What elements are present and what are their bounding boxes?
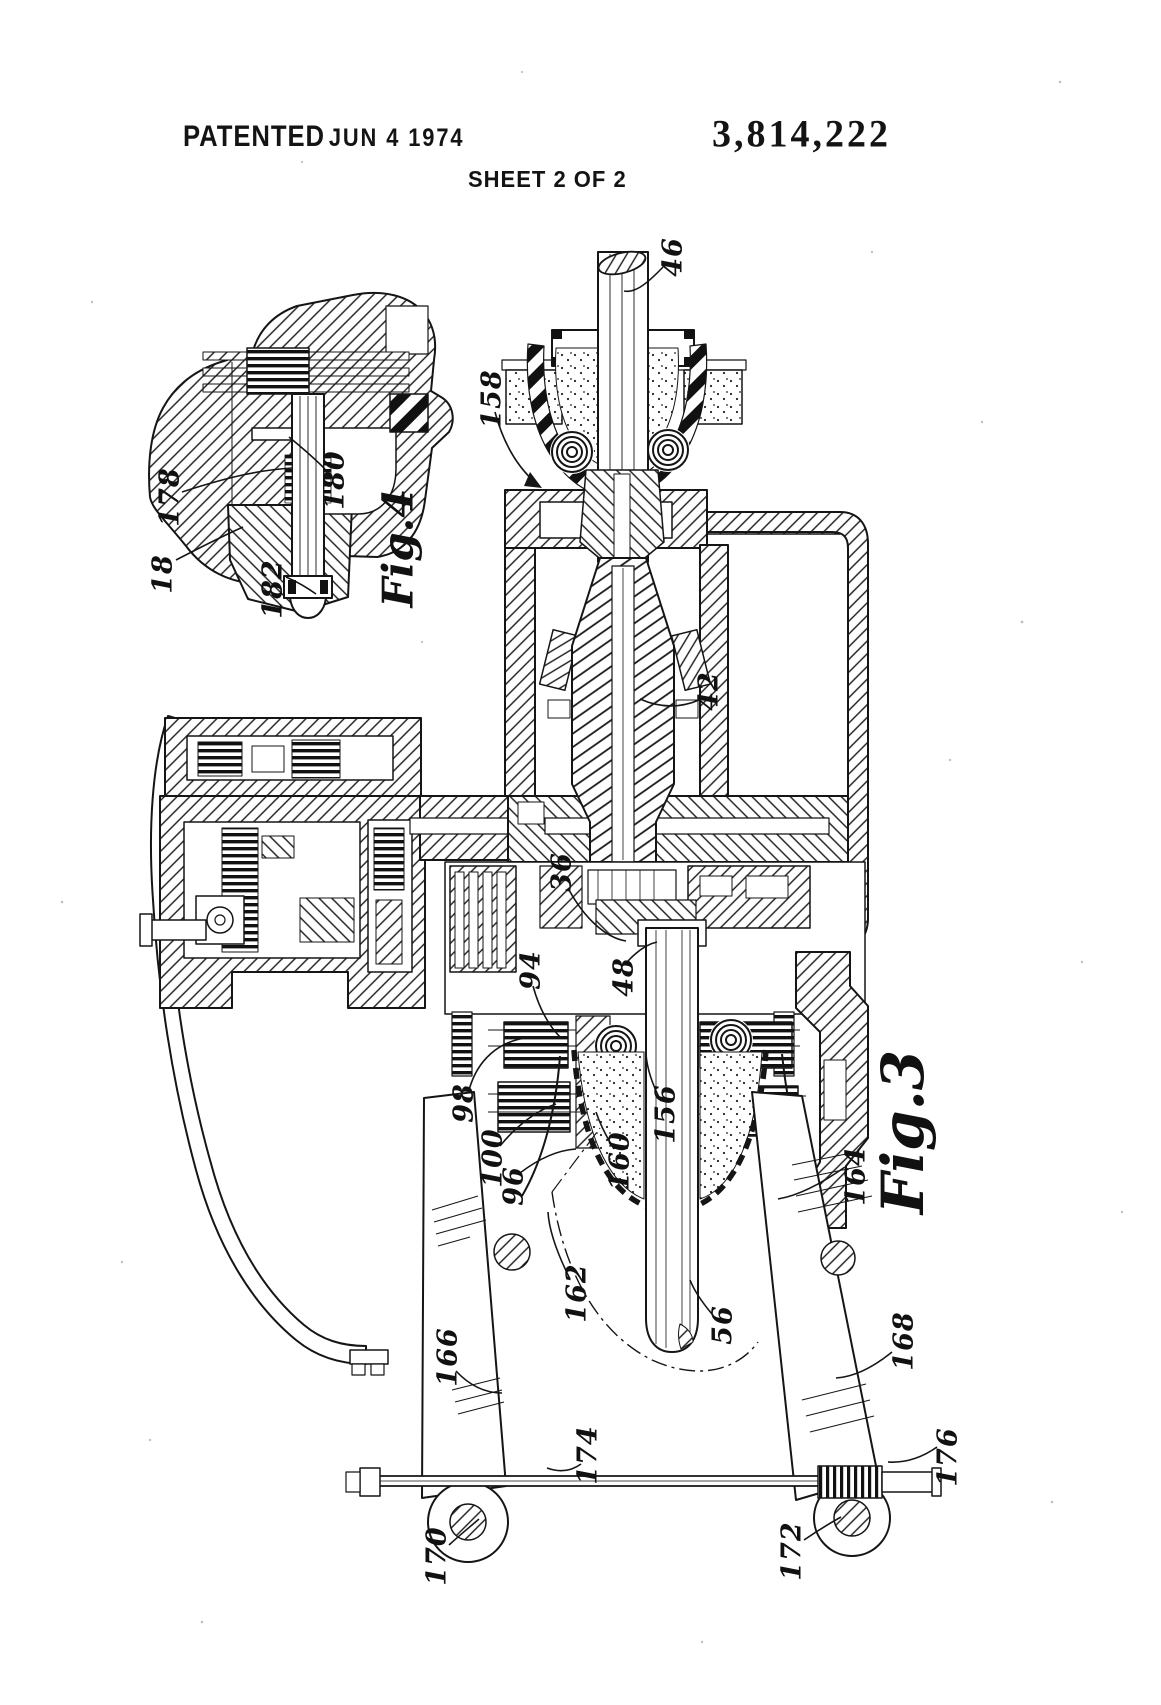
ref-numeral-56: 56 xyxy=(707,1305,739,1345)
ref-numeral-182: 182 xyxy=(257,559,289,619)
ref-numeral-42: 42 xyxy=(693,671,725,711)
fig4-drawing xyxy=(148,291,454,619)
ref-numeral-164: 164 xyxy=(840,1146,872,1206)
patented-label: PATENTED xyxy=(183,120,326,153)
fig4-caption: Fig.4 xyxy=(373,488,423,608)
ref-numeral-162: 162 xyxy=(561,1263,593,1323)
ref-numeral-170: 170 xyxy=(421,1526,453,1586)
ref-numeral-96: 96 xyxy=(498,1166,530,1206)
ref-numeral-46: 46 xyxy=(657,237,689,277)
leader-lines xyxy=(175,266,938,1546)
ref-numeral-18: 18 xyxy=(147,554,179,594)
ref-numeral-174: 174 xyxy=(572,1425,604,1485)
sheet-label: SHEET 2 OF 2 xyxy=(468,166,627,193)
fig3-drawing xyxy=(139,250,942,1563)
fig3-caption: Fig.3 xyxy=(869,1049,937,1215)
ref-numeral-48: 48 xyxy=(608,957,640,997)
ref-numeral-36: 36 xyxy=(546,852,578,892)
ref-numeral-158: 158 xyxy=(476,369,508,429)
ref-numeral-160: 160 xyxy=(604,1131,636,1191)
ref-numeral-156: 156 xyxy=(650,1084,682,1144)
ref-numeral-172: 172 xyxy=(776,1521,808,1581)
ref-numeral-180: 180 xyxy=(319,450,351,510)
ref-numeral-176: 176 xyxy=(932,1427,964,1487)
ref-numeral-98: 98 xyxy=(448,1083,480,1123)
ref-numeral-94: 94 xyxy=(515,950,547,990)
paper-speckles xyxy=(60,70,1124,1644)
patent-number: 3,814,222 xyxy=(712,113,891,156)
ref-numeral-168: 168 xyxy=(888,1311,920,1371)
patent-date: JUN 4 1974 xyxy=(328,123,465,152)
ref-numeral-178: 178 xyxy=(154,467,186,527)
ref-numeral-166: 166 xyxy=(432,1327,464,1387)
